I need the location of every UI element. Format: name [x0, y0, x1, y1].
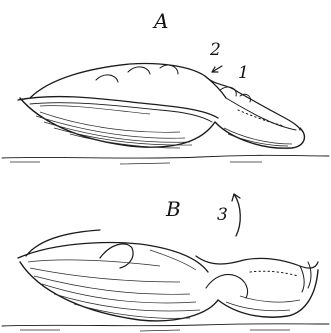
marker-2-label: 2 [209, 40, 221, 60]
bivalve-shell-b [18, 230, 318, 321]
ground-line-a [2, 155, 329, 158]
panel-a: A 2 1 [2, 9, 329, 164]
bivalve-shell-a [18, 64, 304, 149]
ground-line-b [2, 324, 329, 326]
marker-2-arrow [212, 66, 222, 72]
panel-b: B 3 [2, 194, 329, 331]
panel-b-label: B [165, 197, 181, 221]
marker-3-arrow [232, 194, 240, 236]
marker-3-label: 3 [217, 205, 228, 225]
panel-a-label: A [152, 9, 168, 33]
marker-1-label: 1 [238, 63, 249, 83]
